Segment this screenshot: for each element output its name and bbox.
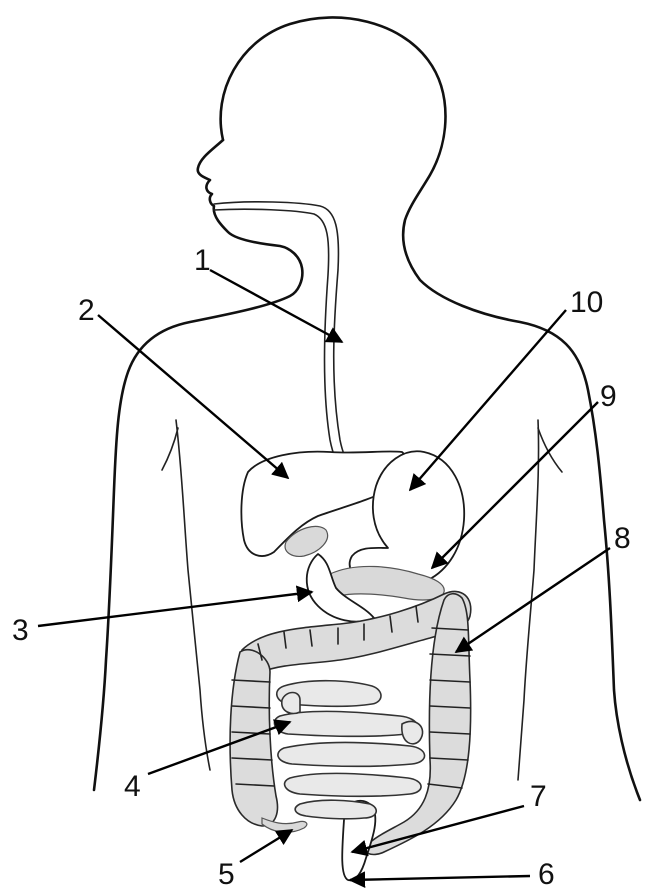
esophagus [214, 202, 372, 490]
leader-2 [98, 315, 288, 478]
leader-8 [456, 548, 610, 652]
leader-10 [410, 310, 566, 490]
label-4: 4 [124, 770, 141, 803]
label-6: 6 [538, 858, 555, 890]
leader-3 [38, 592, 312, 626]
ascending-colon [230, 650, 277, 826]
right-arm-line [518, 420, 539, 780]
leader-5 [240, 830, 292, 862]
appendix [262, 818, 307, 832]
label-7: 7 [530, 780, 547, 813]
body-outline [94, 17, 640, 800]
armpit-left [162, 428, 178, 470]
leader-6 [350, 876, 530, 880]
label-5: 5 [218, 858, 235, 890]
left-arm-line [176, 420, 210, 770]
label-8: 8 [614, 522, 631, 555]
small-intestine [274, 681, 424, 819]
label-10: 10 [570, 286, 603, 319]
label-3: 3 [12, 614, 29, 647]
label-1: 1 [194, 244, 211, 277]
label-2: 2 [78, 294, 95, 327]
label-9: 9 [600, 380, 617, 413]
leader-1 [210, 270, 342, 342]
